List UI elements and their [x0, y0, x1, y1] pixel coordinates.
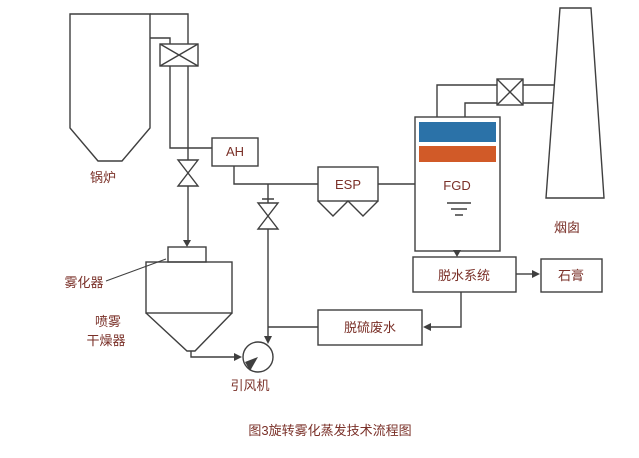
- air-heater-box: [211, 137, 259, 167]
- valve-icon-1: [176, 159, 200, 187]
- spray-dryer-hopper: [145, 312, 234, 358]
- spray-dryer-label-line2: 干燥器: [86, 333, 125, 348]
- spray-dryer-label-line1: 喷雾: [95, 314, 121, 329]
- arrow-into-fan-top-icon: [264, 336, 272, 344]
- atomizer-pointer-line: [105, 258, 167, 282]
- damper-cross-icon-2: [496, 78, 524, 106]
- duct-fgd-to-stack: [436, 84, 554, 117]
- atomizer-label: 雾化器: [64, 275, 103, 290]
- pipes-and-equipment: [69, 7, 605, 373]
- atomizer-body: [167, 246, 207, 263]
- fgd-bands: [419, 122, 496, 162]
- fgd-mid-band: [419, 146, 496, 162]
- air-heater-label: AH: [226, 144, 244, 159]
- fgd-top-band: [419, 122, 496, 142]
- figure-caption: 图3旋转雾化蒸发技术流程图: [248, 423, 411, 438]
- arrow-into-wastewater-icon: [423, 323, 431, 331]
- arrowheads: [183, 240, 540, 371]
- damper-box-1: [159, 43, 199, 67]
- fgd-label: FGD: [443, 178, 470, 193]
- damper-box-2: [496, 78, 524, 106]
- esp-hoppers: [317, 200, 379, 217]
- liquid-level-icon: [447, 202, 471, 216]
- labels: 锅炉 AH ESP FGD 烟囱 脱水系统 石膏 脱硫废水 雾化器 喷雾 干燥器…: [64, 144, 584, 438]
- esp-label: ESP: [335, 177, 361, 192]
- boiler-outline: [69, 13, 151, 162]
- duct-ah-to-esp: [233, 166, 318, 203]
- fan-label: 引风机: [230, 378, 269, 393]
- arrow-into-dewatering-icon: [453, 250, 461, 257]
- stack-outline: [545, 7, 605, 199]
- fan-circle: [242, 341, 274, 373]
- gypsum-label: 石膏: [558, 268, 584, 283]
- valve-icon-2: [256, 202, 280, 230]
- gypsum-box: [540, 258, 603, 293]
- boiler-label: 锅炉: [90, 170, 116, 185]
- boiler-outlet-duct: [150, 13, 212, 160]
- wastewater-label: 脱硫废水: [344, 320, 396, 335]
- stack-label: 烟囱: [554, 220, 580, 235]
- arrow-into-fan-left-icon: [234, 353, 242, 361]
- arrow-into-atomizer-icon: [183, 240, 191, 247]
- line-to-wastewater: [431, 292, 462, 328]
- arrow-into-gypsum-icon: [532, 270, 540, 278]
- dewatering-label: 脱水系统: [438, 268, 490, 283]
- damper-cross-icon: [159, 43, 199, 67]
- spray-dryer-body: [145, 261, 233, 314]
- fan-blade-icon: [245, 357, 258, 371]
